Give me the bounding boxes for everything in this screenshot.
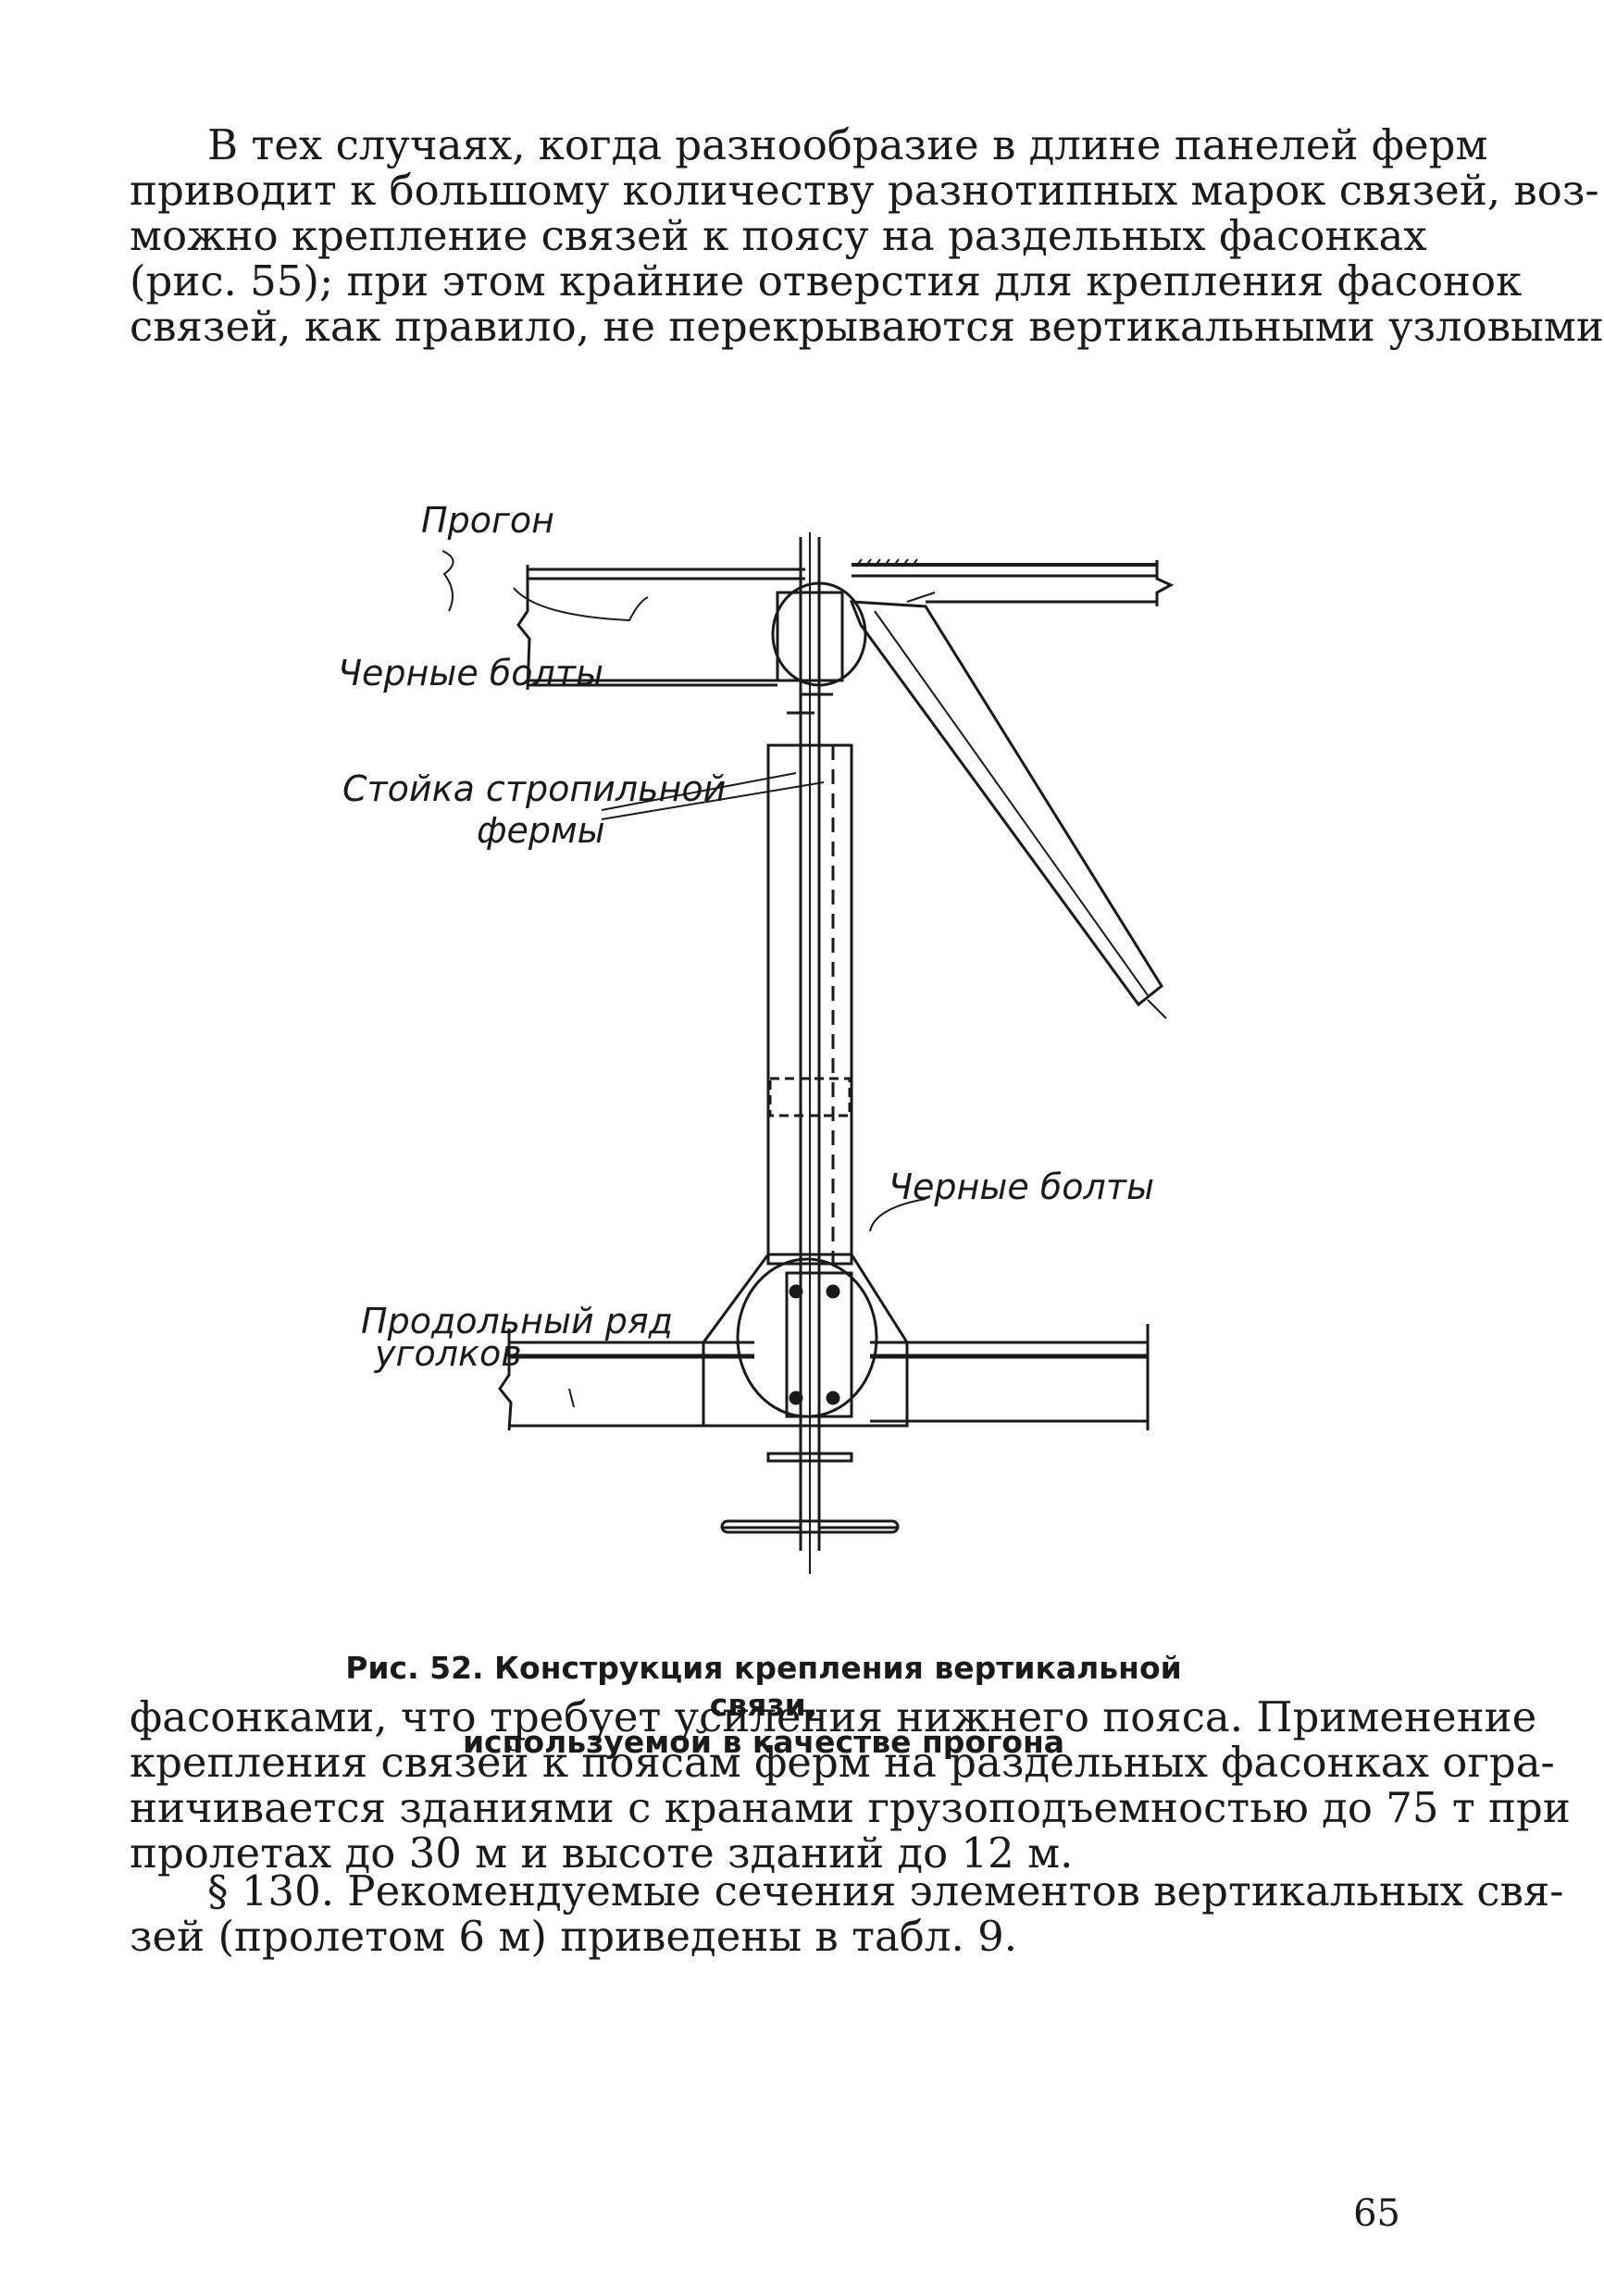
- bottom-connector-plate: [785, 1271, 853, 1418]
- bottom-gusset: [702, 1253, 909, 1428]
- bolt-circle-bottom: [736, 1257, 878, 1418]
- caption-line: Рис. 52. Конструкция крепления вертикаль…: [345, 1650, 1182, 1723]
- base-flange: [720, 1519, 900, 1534]
- leader-post-2: [601, 781, 825, 820]
- figure-caption: Рис. 52. Конструкция крепления вертикаль…: [305, 1650, 1222, 1761]
- text-line: фасонками, что требует усиления нижнего …: [130, 1692, 1537, 1741]
- label-bolts-bottom: Черные болты: [889, 1167, 1154, 1207]
- top-gusset: [776, 591, 844, 682]
- splice-plate: [768, 1077, 852, 1117]
- label-post-2: фермы: [477, 810, 605, 851]
- base-section: [722, 1444, 898, 1529]
- label-post-1: Стойка стропильной: [342, 768, 726, 809]
- break-line-right: [1155, 560, 1175, 606]
- text-line: § 130. Рекомендуемые сечения элементов в…: [207, 1866, 1564, 1915]
- base-plate-top: [766, 1452, 853, 1463]
- text-line: (рис. 55); при этом крайние отверстия дл…: [130, 256, 1523, 306]
- bolts-bottom: [789, 1284, 840, 1405]
- break-line-left: [516, 565, 531, 691]
- text-line: приводит к большому количеству разнотипн…: [130, 166, 1599, 215]
- diagonal-brace: [849, 600, 1163, 1007]
- caption-line: используемой в качестве прогона: [462, 1724, 1065, 1760]
- paragraph-top: В тех случаях, когда разнообразие в длин…: [130, 120, 1604, 351]
- text-line: пролетах до 30 м и высоте зданий до 12 м…: [130, 1828, 1074, 1878]
- truss-connection-drawing: Прогон Черные болты Стойка стропильной ф…: [338, 500, 1175, 1574]
- leader-angles: [568, 1388, 575, 1408]
- text-line: можно крепление связей к поясу на раздел…: [130, 211, 1427, 260]
- label-purlin: Прогон: [421, 500, 554, 541]
- text-line: ничивается зданиями с кранами грузоподъе…: [130, 1783, 1571, 1832]
- label-angles-1: Продольный ряд: [361, 1301, 673, 1341]
- text-line: В тех случаях, когда разнообразие в длин…: [207, 120, 1488, 169]
- figure-52: Прогон Черные болты Стойка стропильной ф…: [333, 463, 1212, 1629]
- text-line: зей (пролетом 6 м) приведены в табл. 9.: [130, 1912, 1018, 1961]
- text-line: связей, как правило, не перекрываются ве…: [130, 302, 1604, 351]
- leader-bolts-bottom: [869, 1198, 926, 1232]
- post-tube: [766, 743, 853, 1266]
- post-neck: [787, 694, 821, 745]
- weld-hatch: [855, 558, 918, 568]
- text-line: крепления связей к поясам ферм на раздел…: [130, 1738, 1555, 1787]
- diagonal-brace-inner: [874, 610, 1149, 996]
- paragraph-bottom-1: фасонками, что требует усиления нижнего …: [130, 1692, 1571, 1878]
- break-left-bottom: [498, 1329, 513, 1431]
- paragraph-bottom-2: § 130. Рекомендуемые сечения элементов в…: [130, 1866, 1564, 1961]
- label-angles-2: уголков: [374, 1333, 522, 1374]
- bolt-circle-top: [771, 581, 867, 687]
- page-number: 65: [1353, 2192, 1400, 2235]
- leader-bolts-top: [513, 587, 649, 622]
- leader-purlin: [441, 550, 454, 612]
- label-bolts-top: Черные болты: [338, 653, 603, 693]
- leader-post-1: [601, 772, 797, 811]
